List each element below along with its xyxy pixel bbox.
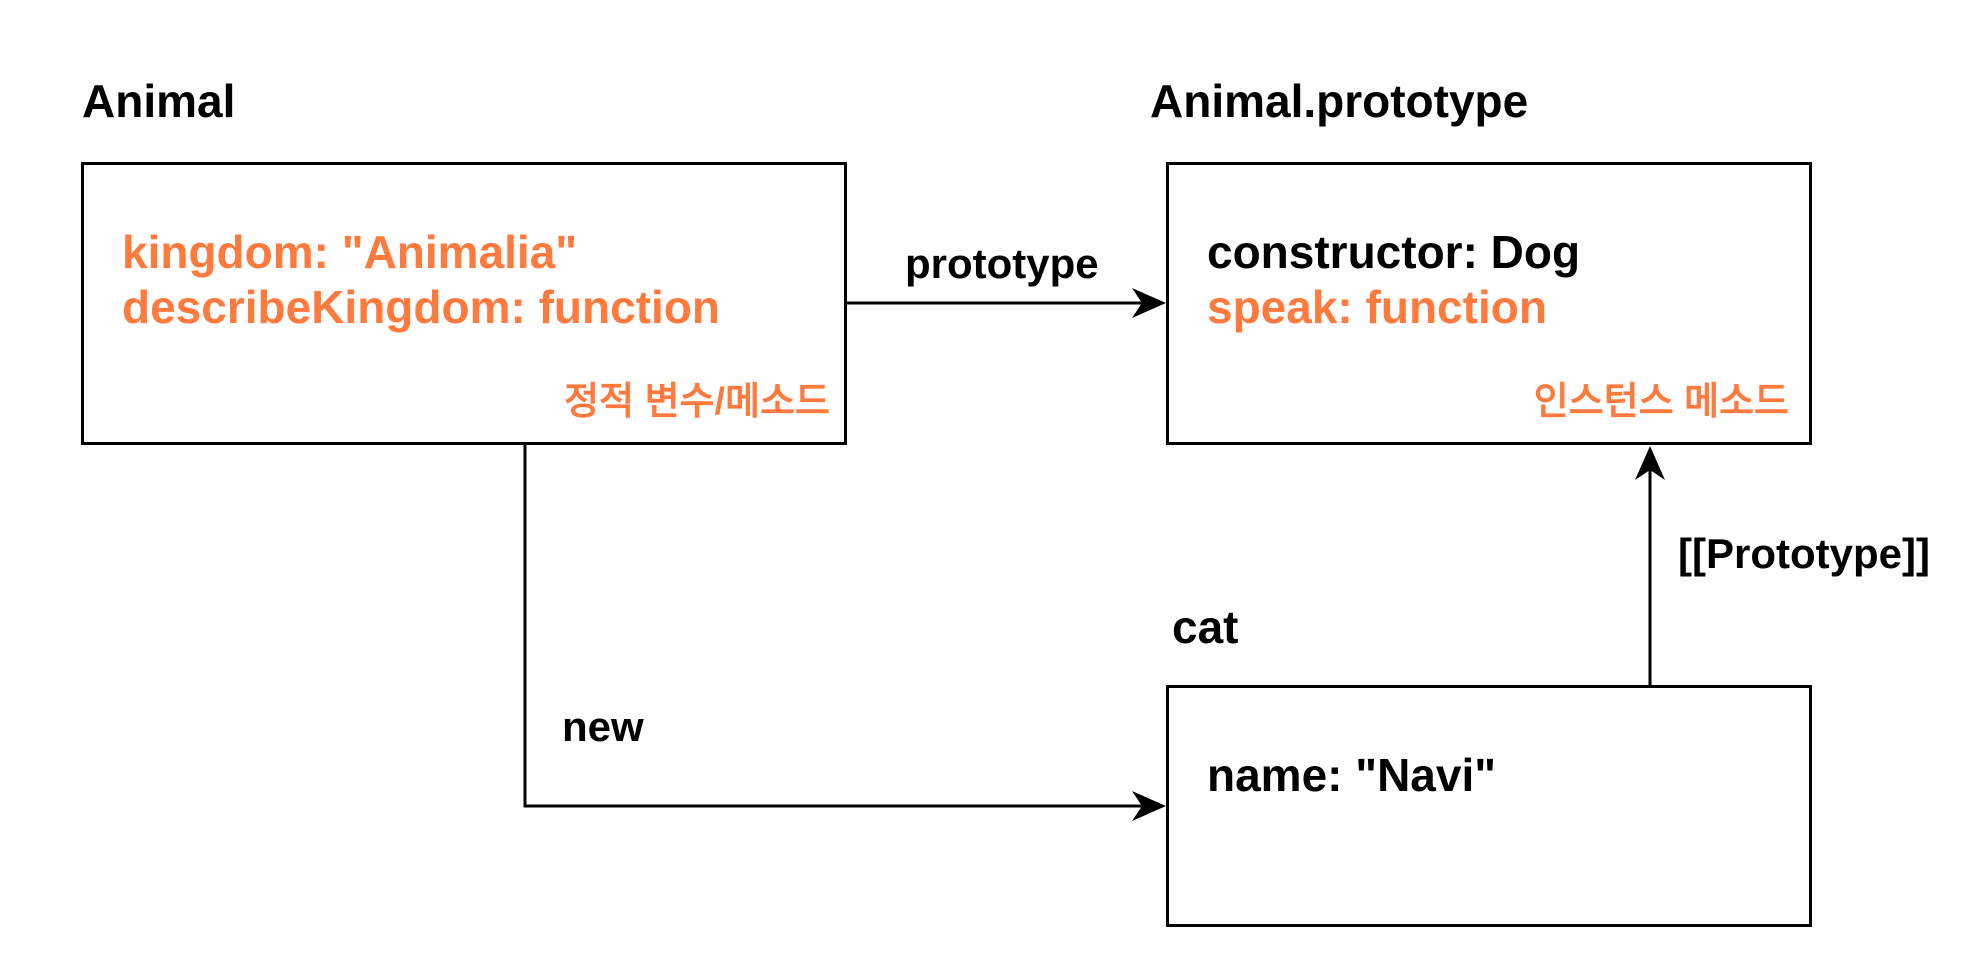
cat-name-prop: name: "Navi": [1207, 749, 1497, 801]
new-edge-label: new: [562, 703, 644, 750]
prototype-arrowhead: [1132, 288, 1166, 318]
proto-chain-arrowhead: [1635, 446, 1665, 480]
animal-static-prop: kingdom: "Animalia": [122, 226, 578, 278]
animal-title: Animal: [82, 75, 236, 127]
new-arrowhead: [1132, 791, 1166, 821]
prototype-instance-tag: 인스턴스 메소드: [1533, 381, 1789, 423]
animal-static-tag: 정적 변수/메소드: [564, 381, 830, 423]
cat-title: cat: [1172, 601, 1239, 653]
animal-box: kingdom: "Animalia" describeKingdom: fun…: [81, 162, 847, 445]
animal-static-method: describeKingdom: function: [122, 281, 720, 333]
prototype-edge-label: prototype: [905, 240, 1099, 287]
prototype-constructor: constructor: Dog: [1207, 226, 1581, 278]
new-arrow: [523, 444, 1160, 808]
prototype-box: constructor: Dog speak: function 인스턴스 메소…: [1166, 162, 1812, 445]
prototype-title: Animal.prototype: [1150, 75, 1529, 127]
cat-box: name: "Navi": [1166, 685, 1812, 927]
prototype-speak-method: speak: function: [1207, 281, 1547, 333]
proto-chain-edge-label: [[Prototype]]: [1678, 530, 1930, 577]
